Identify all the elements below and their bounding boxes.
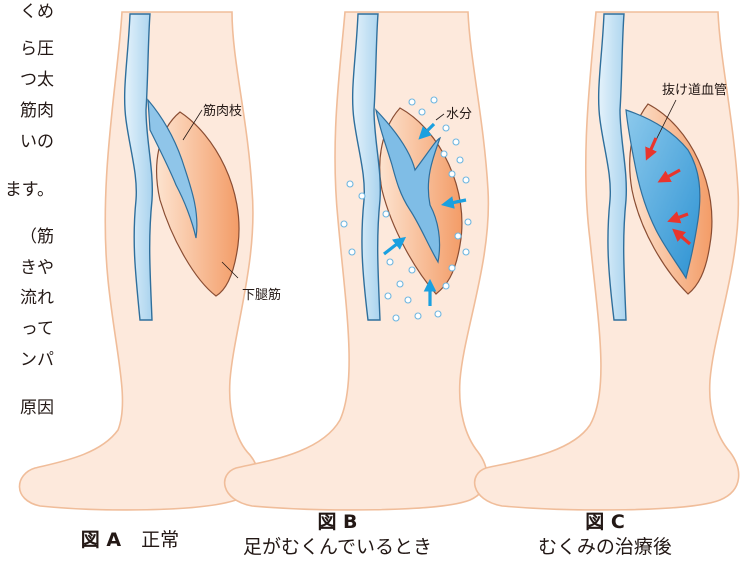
water-droplet (347, 181, 353, 187)
water-droplet (409, 99, 415, 105)
water-droplet (431, 97, 437, 103)
water-droplet (387, 259, 393, 265)
figure-b-title: 図 B (230, 510, 445, 535)
water-droplet (449, 265, 455, 271)
water-droplet (341, 221, 347, 227)
water-droplet (419, 109, 425, 115)
figure-c-title: 図 C (510, 510, 700, 535)
caption-figure-a: 図 A 正常 (60, 528, 200, 553)
water-droplet (453, 139, 459, 145)
water-droplet (383, 211, 389, 217)
water-droplet (443, 125, 449, 131)
water-droplet (385, 293, 391, 299)
water-droplet (359, 193, 365, 199)
water-droplet (409, 267, 415, 273)
figure-c-caption: むくみの治療後 (510, 535, 700, 560)
caption-figure-b: 図 B 足がむくんでいるとき (230, 510, 445, 560)
water-droplet (397, 281, 403, 287)
figure-b-caption: 足がむくんでいるとき (230, 535, 445, 560)
label-lower-leg-muscle: 下腿筋 (242, 284, 281, 303)
water-droplet (463, 249, 469, 255)
label-escape-vessel: 抜け道血管 (662, 79, 727, 98)
water-droplet (449, 171, 455, 177)
figure-a-title: 図 A (81, 529, 121, 551)
figure-a-caption: 正常 (141, 529, 179, 551)
figure-b-leg (225, 12, 489, 510)
water-droplet (393, 315, 399, 321)
water-droplet (349, 249, 355, 255)
water-droplet (455, 233, 461, 239)
water-droplet (443, 283, 449, 289)
caption-figure-c: 図 C むくみの治療後 (510, 510, 700, 560)
figure-a-leg (19, 12, 257, 510)
water-droplet (435, 311, 441, 317)
water-droplet (415, 313, 421, 319)
water-droplet (463, 177, 469, 183)
label-muscle-branch: 筋肉枝 (203, 100, 242, 119)
label-water: 水分 (446, 103, 472, 122)
water-droplet (441, 151, 447, 157)
water-droplet (405, 297, 411, 303)
water-droplet (457, 157, 463, 163)
water-droplet (465, 219, 471, 225)
